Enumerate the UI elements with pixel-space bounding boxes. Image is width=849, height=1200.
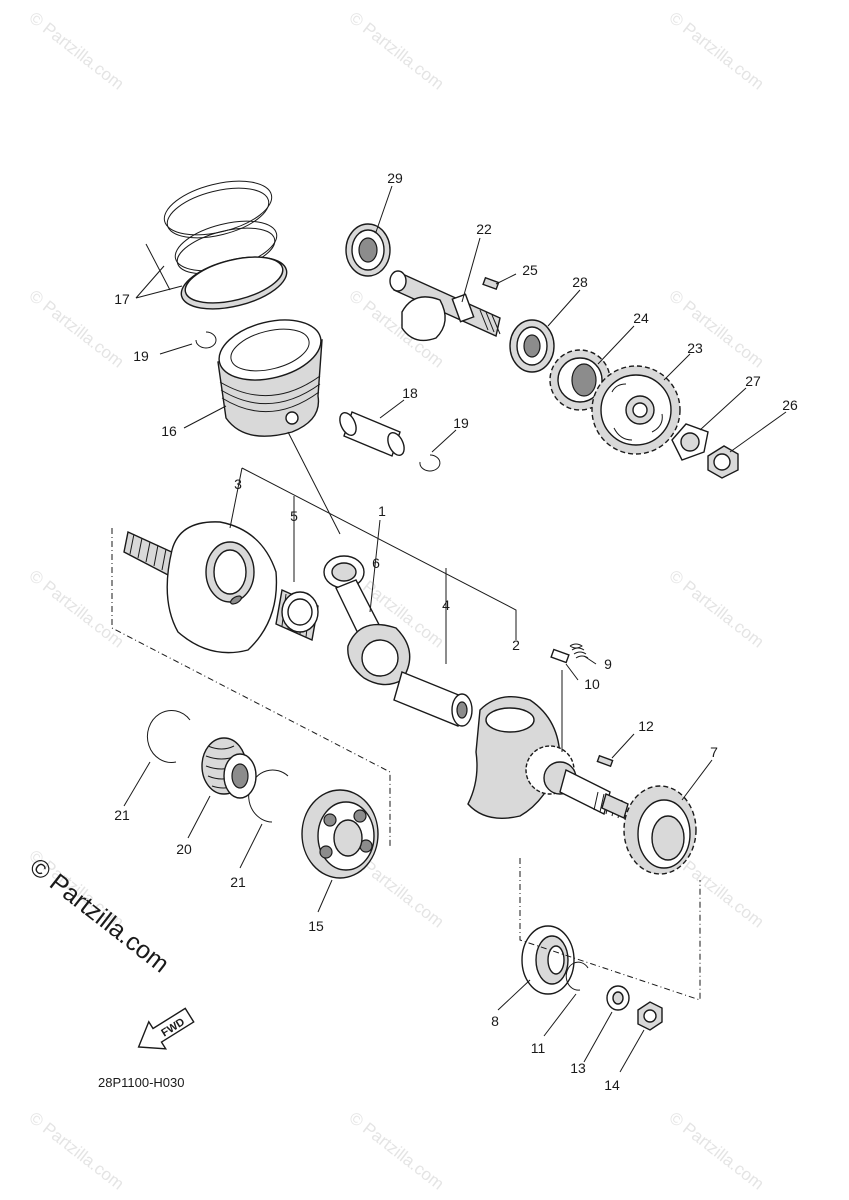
watermark: © Partzilla.com <box>666 566 768 652</box>
needle-bearing-5[interactable] <box>275 588 319 642</box>
callout-10[interactable]: 10 <box>584 676 600 692</box>
spring-9[interactable] <box>569 643 589 659</box>
callout-6[interactable]: 6 <box>372 555 380 571</box>
callout-2[interactable]: 2 <box>512 637 520 653</box>
assembly-lines <box>111 431 701 1001</box>
callout-9[interactable]: 9 <box>604 656 612 672</box>
callout-19-left[interactable]: 19 <box>133 348 149 364</box>
callout-7[interactable]: 7 <box>710 744 718 760</box>
callout-16[interactable]: 16 <box>161 423 177 439</box>
circlip-21-left[interactable] <box>146 710 191 763</box>
callout-24[interactable]: 24 <box>633 310 649 326</box>
callout-23[interactable]: 23 <box>687 340 703 356</box>
callout-14[interactable]: 14 <box>604 1077 620 1093</box>
callout-28[interactable]: 28 <box>572 274 588 290</box>
nut-26[interactable] <box>707 445 739 479</box>
callout-5[interactable]: 5 <box>290 508 298 524</box>
gear-7[interactable] <box>623 785 697 875</box>
key-25[interactable] <box>482 276 500 291</box>
oil-seal-20[interactable] <box>201 737 257 799</box>
callout-11[interactable]: 11 <box>531 1040 546 1056</box>
bearing-15[interactable] <box>301 789 379 879</box>
callout-26[interactable]: 26 <box>782 397 798 413</box>
watermark: © Partzilla.com <box>666 8 768 94</box>
piston[interactable] <box>213 310 327 437</box>
callout-21-left[interactable]: 21 <box>114 807 130 823</box>
callout-8[interactable]: 8 <box>491 1013 499 1029</box>
pin-10[interactable] <box>550 648 570 664</box>
callout-27[interactable]: 27 <box>745 373 761 389</box>
crank-left[interactable] <box>123 521 278 654</box>
callout-21-right[interactable]: 21 <box>230 874 246 890</box>
bearing-28[interactable] <box>509 319 555 373</box>
callout-25[interactable]: 25 <box>522 262 538 278</box>
gear-23[interactable] <box>591 365 681 455</box>
callout-29[interactable]: 29 <box>387 170 403 186</box>
plate-8[interactable] <box>521 925 575 995</box>
callout-18[interactable]: 18 <box>402 385 418 401</box>
callout-1[interactable]: 1 <box>378 503 386 519</box>
forward-arrow-icon: FWD <box>137 1007 195 1050</box>
callout-17[interactable]: 17 <box>114 291 130 307</box>
connecting-rod[interactable] <box>323 555 411 686</box>
watermark: © Partzilla.com <box>346 1108 448 1194</box>
circlip-left[interactable] <box>195 331 217 349</box>
balancer-shaft[interactable] <box>389 270 501 342</box>
callout-15[interactable]: 15 <box>308 918 324 934</box>
watermark: © Partzilla.com <box>346 8 448 94</box>
callout-20[interactable]: 20 <box>176 841 192 857</box>
callout-12[interactable]: 12 <box>638 718 654 734</box>
watermark: © Partzilla.com <box>666 1108 768 1194</box>
crank-pin[interactable] <box>393 671 473 727</box>
piston-rings[interactable] <box>159 171 292 318</box>
watermark: © Partzilla.com <box>26 8 128 94</box>
watermark: © Partzilla.com <box>26 286 128 372</box>
callout-3[interactable]: 3 <box>234 476 242 492</box>
callout-22[interactable]: 22 <box>476 221 492 237</box>
washer-13[interactable] <box>606 985 630 1011</box>
callout-13[interactable]: 13 <box>570 1060 586 1076</box>
crank-right[interactable] <box>467 696 629 819</box>
key-12[interactable] <box>596 754 614 768</box>
nut-14[interactable] <box>637 1001 663 1031</box>
watermark: © Partzilla.com <box>26 1108 128 1194</box>
brand-watermark: © Partzilla.com <box>24 853 174 979</box>
gear-24[interactable] <box>549 349 611 411</box>
callout-19-right[interactable]: 19 <box>453 415 469 431</box>
diagram-code: 28P1100-H030 <box>98 1075 185 1090</box>
circlip-right[interactable] <box>419 454 441 472</box>
piston-pin[interactable] <box>337 410 408 458</box>
bearing-29[interactable] <box>345 223 391 277</box>
watermark: © Partzilla.com <box>666 286 768 372</box>
lock-washer-27[interactable] <box>671 423 709 461</box>
callout-layer: 29 22 25 28 24 23 27 26 17 19 16 18 19 3… <box>114 170 798 1093</box>
callout-4[interactable]: 4 <box>442 597 450 613</box>
circlip-11[interactable] <box>565 961 589 991</box>
